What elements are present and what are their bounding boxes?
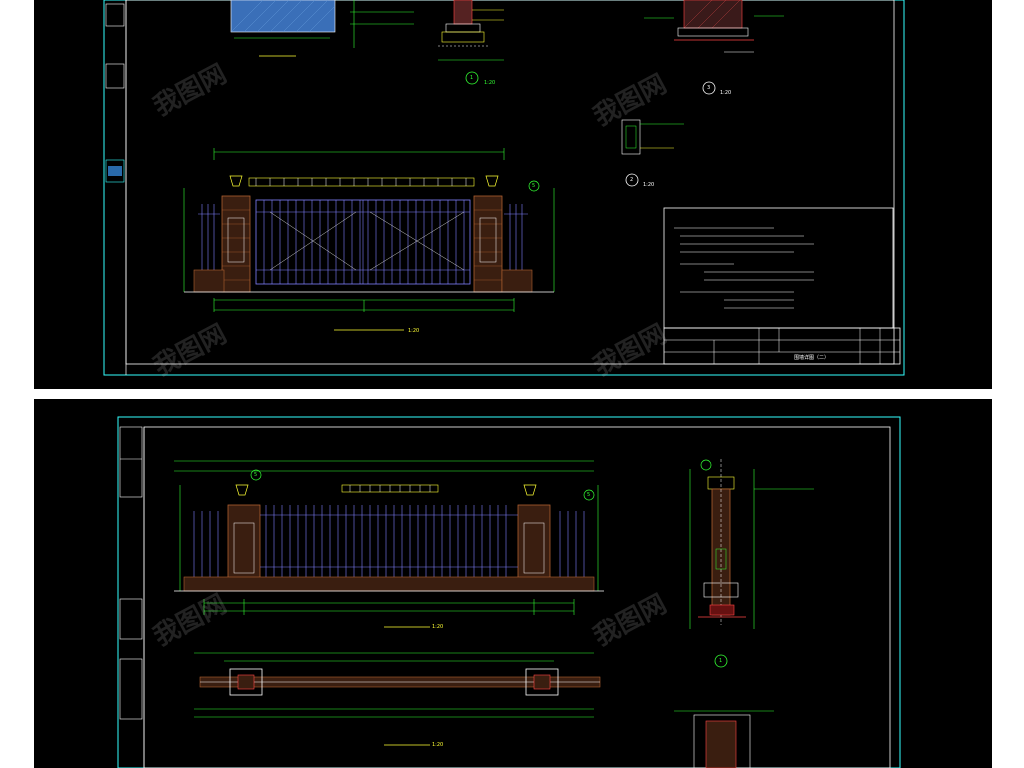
cad-drawing-top xyxy=(103,0,905,376)
cad-drawing-bottom xyxy=(117,416,901,768)
callout-1-bottom-label: 1 xyxy=(719,658,723,664)
callout-2-label: 2 xyxy=(630,177,634,183)
elevation-scale-bottom: 1:20 xyxy=(432,624,444,630)
callout-2-scale: 1:20 xyxy=(643,182,655,188)
callout-5-label: 5 xyxy=(532,183,536,189)
callout-3-scale: 1:20 xyxy=(720,90,732,96)
drawing-sheet-bottom: 5 5 1 1:20 1:20 xyxy=(34,399,992,768)
callout-3-label: 3 xyxy=(707,85,711,91)
plan-scale-bottom: 1:20 xyxy=(432,742,444,748)
callout-5-right-label: 5 xyxy=(587,492,591,498)
title-block-name: 围墙详图（二） xyxy=(794,355,830,361)
drawing-sheet-top: 1 1:20 3 1:20 2 1:20 5 围墙详图（二） 1:20 xyxy=(34,0,992,389)
callout-5-left-label: 5 xyxy=(254,472,258,478)
callout-1-scale: 1:20 xyxy=(484,80,496,86)
elevation-scale: 1:20 xyxy=(408,328,420,334)
callout-1-label: 1 xyxy=(470,75,474,81)
